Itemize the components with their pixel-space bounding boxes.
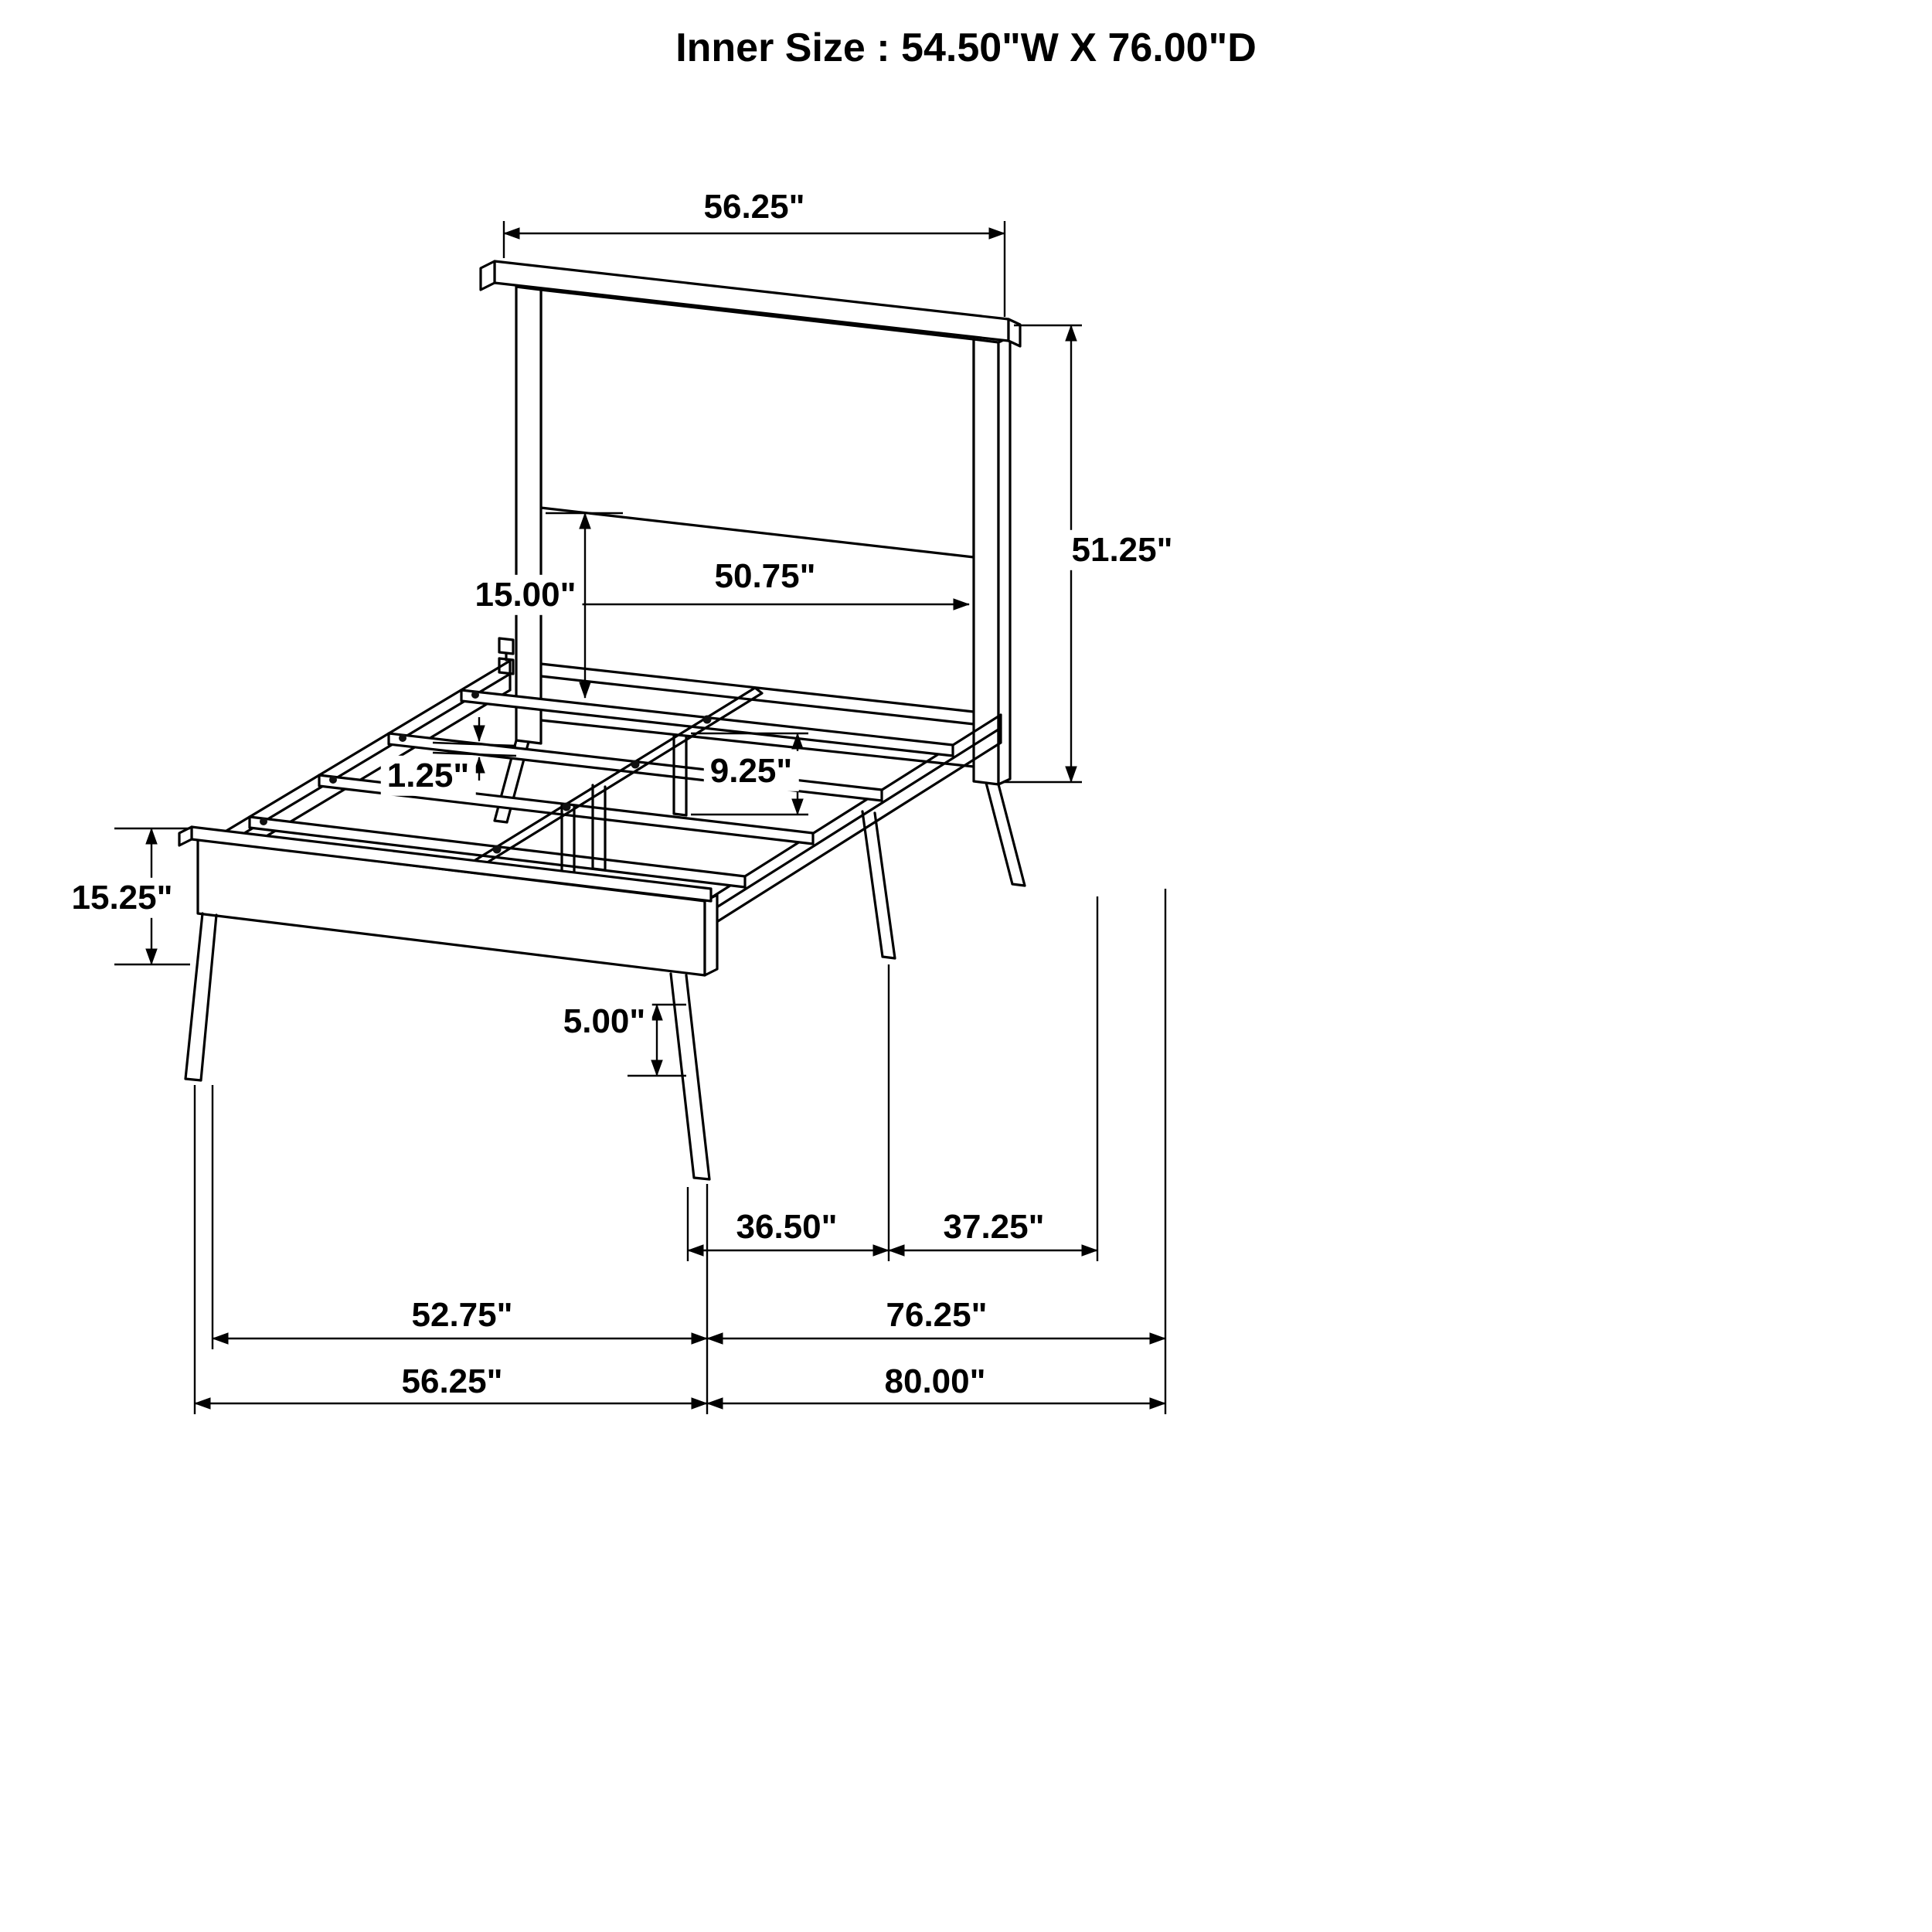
dim-label-center-leg-height: 9.25" — [703, 750, 799, 792]
dim-row-inner — [211, 889, 1167, 1414]
dim-leg-spans — [686, 896, 1099, 1261]
headboard-right-leg — [985, 781, 1026, 887]
dim-label-leg-span-front: 36.50" — [730, 1206, 844, 1248]
footboard-side-face — [703, 893, 719, 977]
dim-label-rail-length: 76.25" — [879, 1294, 994, 1336]
dim-label-headboard-width: 56.25" — [697, 186, 811, 228]
support-leg-1 — [672, 733, 688, 817]
dim-label-panel-clearance: 15.00" — [468, 574, 583, 616]
dim-label-overall-depth: 80.00" — [878, 1361, 992, 1403]
dim-row-overall — [193, 1085, 1167, 1414]
dim-label-headboard-height: 51.25" — [1065, 529, 1179, 571]
dim-headboard-width — [502, 221, 1006, 317]
headboard-cap-right-end — [1007, 318, 1022, 348]
support-leg-2 — [591, 784, 607, 872]
screw-dots — [260, 691, 712, 854]
footboard-left-leg — [184, 912, 218, 1082]
headboard-cap-left-end — [479, 260, 496, 291]
dim-label-foot-leg-height: 5.00" — [556, 1001, 652, 1043]
footboard — [178, 825, 719, 1181]
left-side-rail — [206, 659, 512, 873]
dim-label-footboard-height: 15.25" — [65, 877, 179, 919]
footboard-cap-left-end — [178, 825, 193, 847]
dim-label-headboard-inner-width: 50.75" — [708, 556, 822, 597]
dim-label-slat-thickness: 1.25" — [380, 755, 476, 797]
right-rail-leg — [861, 810, 896, 960]
dim-slat-thickness — [432, 717, 517, 781]
headboard-stretcher — [539, 719, 975, 768]
right-side-rail — [702, 713, 1002, 932]
dim-panel-clearance — [546, 512, 623, 699]
headboard-left-post — [515, 285, 543, 745]
dim-label-leg-span-rear: 37.25" — [937, 1206, 1051, 1248]
dim-label-footboard-inner-width: 52.75" — [405, 1294, 519, 1336]
dimension-lines — [114, 221, 1167, 1414]
page-title: Inner Size : 54.50"W X 76.00"D — [675, 26, 1257, 70]
headboard-cleat — [539, 662, 975, 726]
headboard — [479, 260, 1026, 887]
dim-label-overall-width: 56.25" — [395, 1361, 509, 1403]
